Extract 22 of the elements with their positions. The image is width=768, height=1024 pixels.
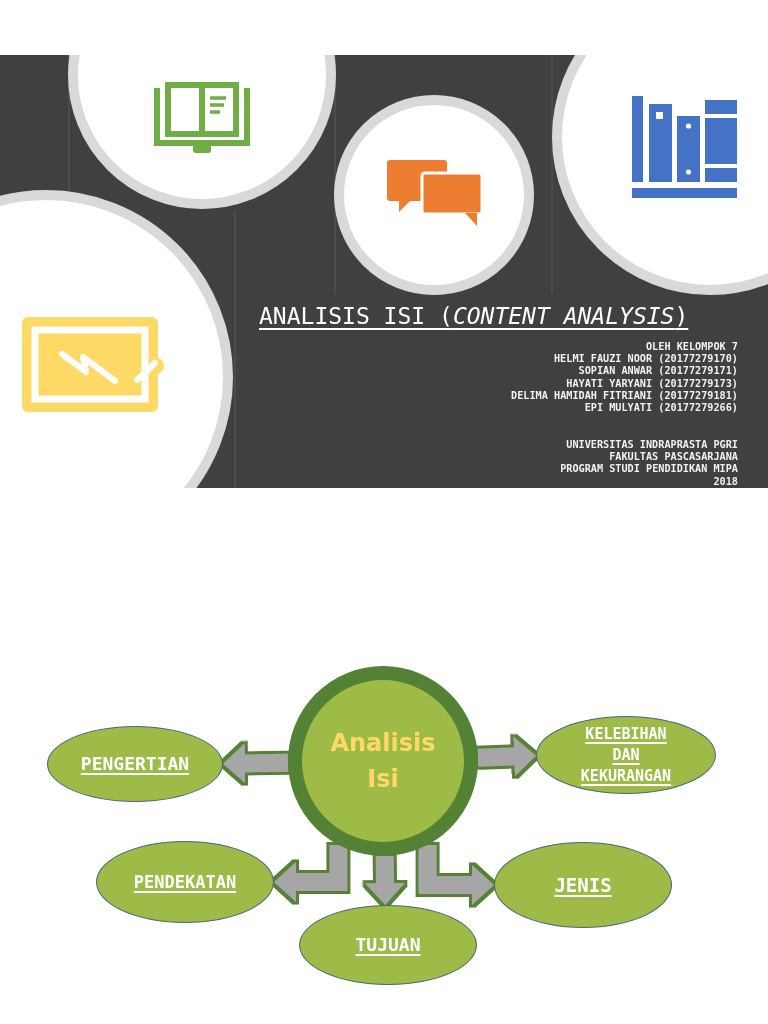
- node-label: TUJUAN: [355, 934, 421, 956]
- author-name: SOPIAN ANWAR (20177279171): [578, 365, 738, 377]
- node-label: Analisis Isi: [329, 728, 437, 795]
- author-name: DELIMA HAMIDAH FITRIANI (20177279181): [511, 390, 738, 402]
- group-label: OLEH KELOMPOK 7: [646, 341, 738, 353]
- author-name: EPI MULYATI (20177279266): [584, 402, 738, 414]
- node-label: JENIS: [554, 873, 612, 897]
- block-arrow: [365, 855, 406, 906]
- university-name: UNIVERSITAS INDRAPRASTA PGRI: [566, 439, 738, 451]
- program-name: PROGRAM STUDI PENDIDIKAN MIPA: [560, 463, 738, 475]
- faculty-name: FAKULTAS PASCASARJANA: [609, 451, 738, 463]
- node-label: KELEBIHAN DAN KEKURANGAN: [579, 723, 673, 787]
- block-arrow: [222, 743, 289, 784]
- year-label: 2018: [713, 476, 738, 488]
- block-arrow: [418, 844, 494, 905]
- block-arrow: [477, 736, 537, 777]
- author-name: HAYATI YARYANI (20177279173): [566, 378, 738, 390]
- block-arrow: [274, 844, 348, 902]
- node-label: PENDEKATAN: [133, 871, 237, 893]
- slide-title: ANALISIS ISI (CONTENT ANALYSIS): [259, 302, 689, 330]
- node-label: PENGERTIAN: [80, 753, 190, 775]
- author-name: HELMI FAUZI NOOR (20177279170): [554, 353, 738, 365]
